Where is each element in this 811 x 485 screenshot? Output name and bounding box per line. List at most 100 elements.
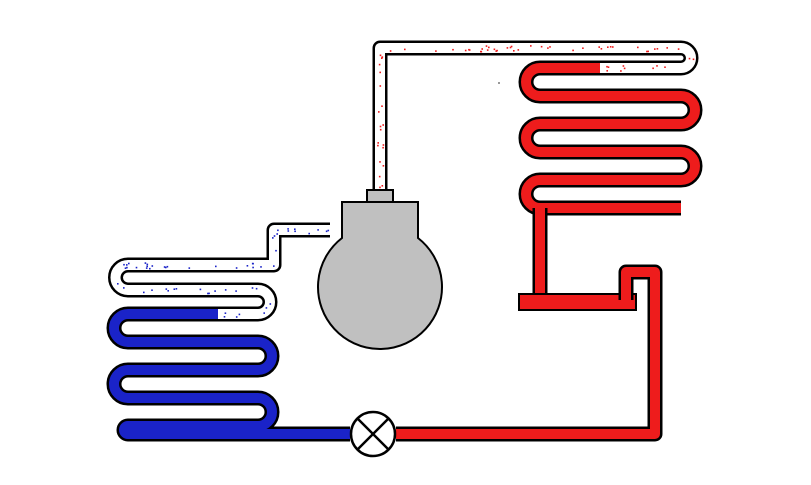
refrigerant-dot bbox=[654, 48, 656, 50]
refrigerant-dot bbox=[251, 287, 254, 289]
refrigerant-dot bbox=[166, 265, 169, 268]
refrigerant-dot bbox=[496, 49, 498, 52]
refrigerant-dot bbox=[664, 66, 666, 68]
refrigerant-dot bbox=[144, 262, 147, 264]
refrigerant-dot bbox=[517, 49, 520, 51]
refrigerant-dot bbox=[582, 47, 584, 49]
condenser-coil-pipe-outline bbox=[518, 60, 703, 216]
refrigerant-dot bbox=[607, 46, 609, 48]
refrigerant-dot bbox=[275, 249, 277, 252]
refrigerant-dot bbox=[167, 290, 169, 292]
refrigerant-dot bbox=[151, 289, 153, 291]
refrigerant-dot bbox=[165, 288, 168, 290]
refrigerant-dot bbox=[260, 266, 262, 268]
refrigerant-dot bbox=[468, 49, 471, 51]
refrigerant-dot bbox=[272, 237, 274, 239]
refrigerant-dot bbox=[547, 47, 549, 49]
refrigerant-dot bbox=[269, 303, 272, 305]
refrigerant-dot bbox=[317, 229, 319, 231]
refrigerant-dot bbox=[246, 265, 249, 267]
refrigerant-dot bbox=[123, 263, 125, 266]
refrigerant-dot bbox=[235, 267, 238, 269]
refrigerant-dot bbox=[572, 49, 574, 52]
refrigerant-dot bbox=[598, 46, 600, 48]
refrigerant-dot bbox=[481, 48, 483, 50]
compressor-body bbox=[317, 201, 443, 350]
refrigerant-dot bbox=[623, 67, 626, 70]
refrigerant-dot bbox=[652, 67, 654, 70]
refrigerant-dot bbox=[606, 65, 608, 68]
receiver-body bbox=[518, 293, 637, 311]
refrigerant-dot bbox=[381, 185, 384, 187]
refrigerant-dot bbox=[379, 186, 381, 189]
refrigerant-dot bbox=[382, 144, 385, 146]
refrigerant-dot bbox=[273, 265, 275, 267]
refrigerant-dot bbox=[495, 50, 497, 52]
refrigerant-dot bbox=[486, 49, 489, 51]
refrigerant-dot bbox=[235, 316, 238, 318]
refrigerant-dot bbox=[188, 267, 191, 269]
suction-vapor-pipe bbox=[108, 222, 330, 322]
refrigerant-dot bbox=[480, 50, 482, 53]
stray-speck bbox=[498, 82, 500, 84]
refrigerant-dot bbox=[251, 262, 254, 265]
refrigerant-dot bbox=[677, 48, 680, 50]
refrigerant-dot bbox=[464, 49, 467, 52]
refrigerant-dot bbox=[378, 111, 380, 113]
suction-dots bbox=[117, 228, 330, 318]
refrigerant-dot bbox=[509, 46, 512, 49]
refrigerant-dot bbox=[656, 48, 659, 50]
refrigerant-dot bbox=[126, 264, 128, 266]
refrigerant-dot bbox=[214, 290, 216, 292]
refrigerant-dot bbox=[149, 267, 151, 270]
condenser-coil-pipe bbox=[518, 60, 703, 216]
refrigerant-dot bbox=[612, 46, 614, 48]
refrigerant-dot bbox=[163, 266, 166, 268]
refrigerant-dot bbox=[164, 266, 167, 269]
refrigerant-dot bbox=[692, 58, 695, 61]
refrigerant-dot bbox=[377, 144, 379, 147]
refrigerant-dot bbox=[263, 312, 265, 314]
discharge-vapor-pipe bbox=[372, 40, 699, 190]
refrigerant-dot bbox=[117, 283, 119, 285]
liquid-line-pipe-core bbox=[396, 267, 660, 439]
refrigerant-dot bbox=[175, 288, 178, 290]
refrigerant-dot bbox=[379, 54, 382, 57]
refrigerant-dot bbox=[646, 50, 648, 53]
refrigerant-dot bbox=[294, 228, 296, 230]
refrigerant-dot bbox=[208, 292, 210, 295]
refrigerant-dot bbox=[381, 56, 384, 58]
refrigerant-dot bbox=[382, 165, 385, 167]
refrigerant-dot bbox=[379, 125, 382, 128]
refrigerant-dot bbox=[327, 229, 330, 232]
refrigerant-dot bbox=[381, 57, 383, 59]
refrigerant-dot bbox=[452, 48, 454, 51]
refrigerant-dot bbox=[377, 142, 379, 144]
refrigerant-dot bbox=[382, 124, 384, 126]
refrigerant-dot bbox=[287, 230, 290, 232]
liquid-line-pipe bbox=[396, 264, 663, 442]
refrigerant-dot bbox=[435, 50, 437, 52]
refrigerant-dot bbox=[378, 175, 381, 178]
discharge-vapor-pipe-core bbox=[375, 43, 696, 190]
refrigerant-dot bbox=[235, 290, 237, 292]
refrigerant-dot bbox=[255, 287, 258, 290]
refrigerant-dot bbox=[128, 262, 130, 265]
valve-cross-b bbox=[357, 418, 389, 450]
refrigerant-dot bbox=[265, 307, 268, 309]
refrigerant-dot bbox=[238, 313, 241, 316]
refrigerant-dot bbox=[379, 161, 381, 163]
refrigerant-dot bbox=[488, 46, 490, 49]
refrigerant-dot bbox=[146, 265, 148, 268]
refrigerant-dot bbox=[379, 71, 381, 74]
refrigerant-dot bbox=[379, 128, 382, 131]
refrigerant-dot bbox=[379, 85, 382, 87]
refrigerant-dot bbox=[549, 46, 551, 48]
refrigerant-dot bbox=[223, 316, 226, 318]
refrigerant-dot bbox=[600, 48, 603, 50]
refrigerant-dot bbox=[151, 265, 154, 267]
refrigerant-dot bbox=[173, 288, 176, 290]
refrigerant-dot bbox=[540, 45, 543, 48]
condenser-coil-pipe-core bbox=[521, 63, 700, 213]
